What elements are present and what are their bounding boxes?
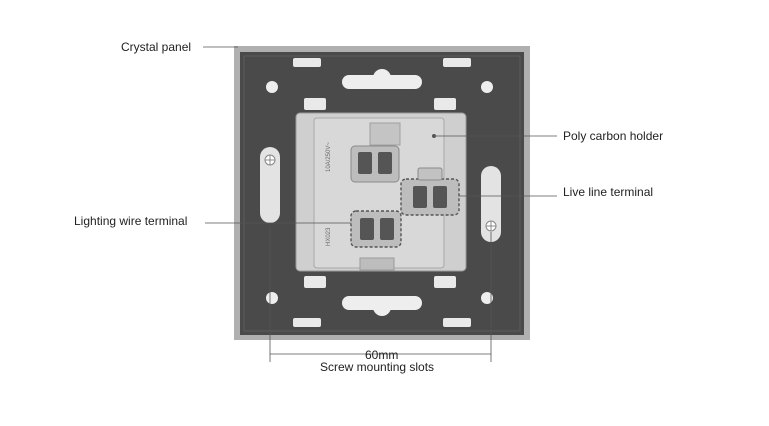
lighting-wire-terminal-label: Lighting wire terminal [74,214,188,228]
panel-edge [243,55,521,332]
holder-pointer-dot [432,134,436,138]
terminal-icon [350,145,400,183]
top-keyhole-slot [342,69,422,89]
terminal-icon [400,167,460,216]
poly-carbon-holder [295,112,467,272]
screw-mounting-slot-icon [481,166,501,242]
crystal-panel-label: Crystal panel [121,40,192,54]
leader-lines [203,46,557,362]
tab-top-right [434,98,456,110]
bottom-keyhole-slot [342,296,422,316]
poly-carbon-holder-label: Poly carbon holder [563,129,664,143]
tab-top-left [304,98,326,110]
terminal-icon [350,210,402,248]
bottom-notch-left [293,318,321,327]
live-line-terminal-label: Live line terminal [563,185,654,199]
screw-mounting-slot-icon [260,147,280,223]
corner-hole-bl [266,292,278,304]
holder-marking-top: 10A/250V~ [326,142,332,172]
screw-mounting-slots-label: Screw mounting slots [320,360,435,374]
tab-bottom-right [434,276,456,288]
holder-marking-bottom: HX023 [326,227,332,246]
top-notch-right [443,58,471,67]
bottom-notch-right [443,318,471,327]
corner-hole-tr [481,81,493,93]
dimension-label: 60mm [365,348,399,362]
top-notch-left [293,58,321,67]
corner-hole-br [481,292,493,304]
tab-bottom-left [304,276,326,288]
corner-hole-tl [266,81,278,93]
